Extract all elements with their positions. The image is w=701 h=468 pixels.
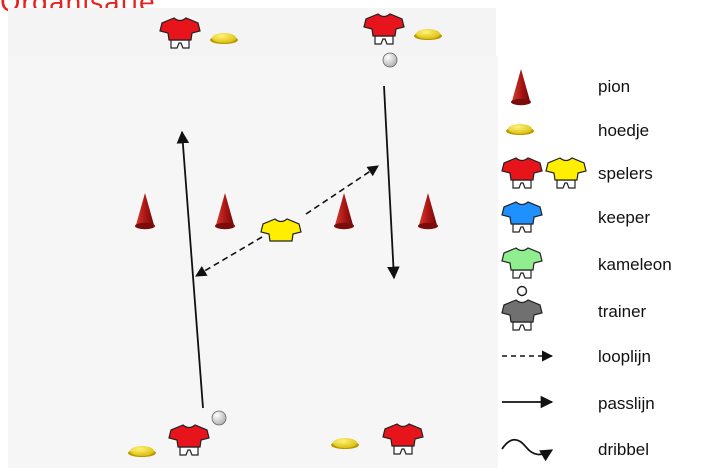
legend-red-shirt-icon xyxy=(501,157,543,189)
legend-wavy-arrow-icon xyxy=(501,438,554,462)
legend-label-passlijn: passlijn xyxy=(598,394,655,413)
legend-label-keeper: keeper xyxy=(598,208,650,227)
legend-label-looplijn: looplijn xyxy=(598,347,651,366)
legend-label-pion: pion xyxy=(598,77,631,96)
field-area-lower xyxy=(8,56,498,468)
legend-label-kameleon: kameleon xyxy=(598,255,672,274)
ball-icon xyxy=(382,52,398,68)
legend-yellow-shirt-icon xyxy=(545,157,587,189)
legend-trainer-icon xyxy=(501,285,543,331)
legend-label-trainer: trainer xyxy=(598,302,647,321)
legend-disc-icon xyxy=(506,124,534,135)
legend-chameleon-shirt-icon xyxy=(501,247,543,279)
legend-keeper-shirt-icon xyxy=(501,201,543,233)
legend-label-spelers: spelers xyxy=(598,164,653,183)
legend-label-hoedje: hoedje xyxy=(598,121,650,140)
run-line xyxy=(305,165,379,215)
legend-label-dribbel: dribbel xyxy=(598,440,650,459)
pass-line xyxy=(176,130,204,409)
run-line xyxy=(195,236,263,277)
legend-cone-icon xyxy=(511,69,531,106)
pass-line xyxy=(383,85,400,280)
ball-icon xyxy=(211,410,227,426)
